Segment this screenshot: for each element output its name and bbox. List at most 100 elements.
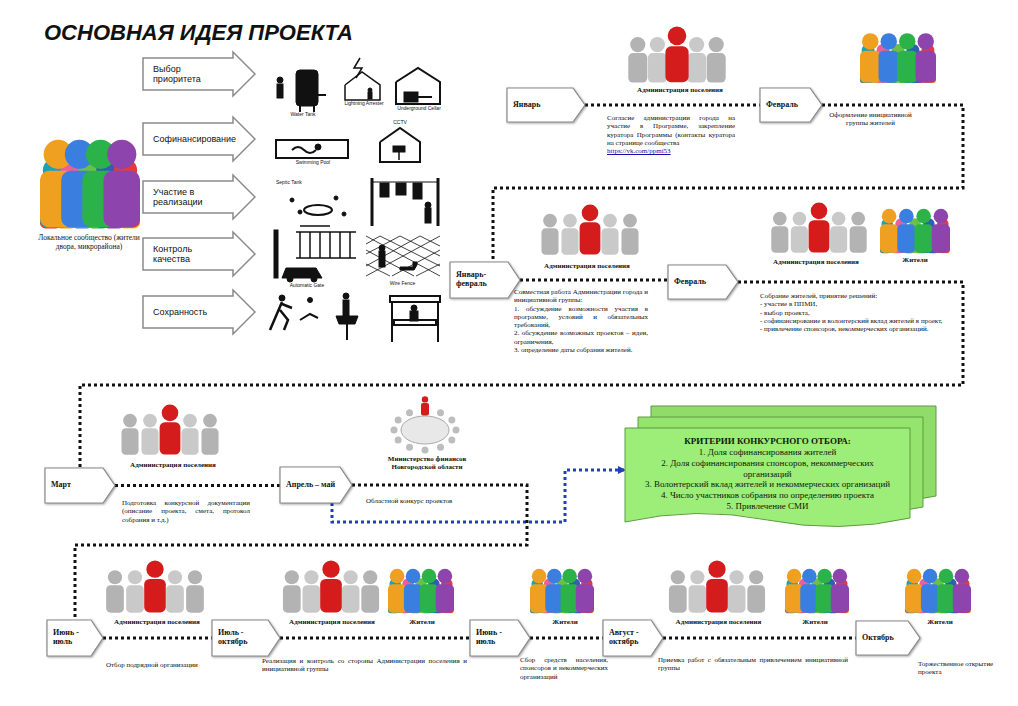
icon-caption: Администрация поселения — [625, 86, 735, 94]
administration-icon — [771, 203, 866, 253]
step-description: - участие в ППМИ, — [760, 300, 952, 308]
person-head — [578, 569, 593, 584]
person-body — [771, 226, 788, 252]
person-body — [706, 579, 728, 612]
label-group: Администрация поселения — [666, 618, 771, 626]
label-group: Оформление инициативной группы жителей — [828, 111, 913, 128]
person-head — [708, 561, 725, 578]
person-body — [420, 584, 438, 612]
administration-icon — [283, 561, 379, 613]
person-head — [188, 570, 202, 584]
person-body — [106, 585, 124, 612]
month-step: Июнь - июль — [47, 620, 103, 656]
node-item: 5. Привлечение СМИ — [639, 501, 896, 512]
node-text: КРИТЕРИИ КОНКУРСНОГО ОТБОРА:1. Доля софи… — [625, 428, 910, 526]
person-body — [915, 224, 933, 252]
person-body — [830, 226, 847, 252]
person-head — [285, 570, 299, 584]
block-arrow: Софинансирование — [143, 117, 255, 161]
pictograms — [270, 58, 440, 342]
person-body — [541, 228, 558, 254]
node-text: Контроль качества — [143, 232, 255, 276]
node-text: Июль - октябрь — [212, 620, 280, 656]
person-head — [563, 214, 577, 228]
person-head — [773, 212, 787, 226]
step-description: - привлечение спонсоров, некоммерческих … — [760, 325, 952, 333]
person-body — [186, 585, 204, 612]
person-head — [543, 214, 557, 228]
person-head — [422, 396, 428, 402]
person-body — [905, 584, 923, 612]
node-label: Январь — [513, 101, 569, 110]
person-body — [687, 53, 706, 82]
label-group: Подготовка конкурсной документации (опис… — [122, 499, 250, 524]
administration-icon — [541, 205, 638, 255]
person-head — [562, 569, 577, 584]
person-body — [342, 585, 360, 612]
person-body — [860, 51, 881, 83]
person-head — [183, 414, 197, 428]
step-description: Приемка работ с обязательным привлечение… — [658, 656, 848, 673]
month-step: Август - октябрь — [603, 620, 663, 656]
person-head — [811, 203, 828, 220]
person-head — [422, 569, 437, 584]
node-label: Октябрь — [862, 634, 904, 643]
step-description: Оформление инициативной группы жителей — [828, 111, 913, 128]
label-group: Wire Fence — [380, 281, 425, 287]
person-body — [937, 584, 955, 612]
icon-caption: Администрация поселения — [528, 262, 646, 270]
icon-caption: Жители — [910, 618, 970, 626]
month-step: Апрель – май — [280, 467, 352, 503]
person-body — [831, 584, 849, 612]
label-group: Областной конкурс проектов — [366, 497, 478, 505]
month-step: Июль - октябрь — [212, 620, 280, 656]
label-group: Администрация поселения — [625, 86, 735, 94]
step-description: 2. обсуждение возможных проектов – идеи,… — [514, 329, 648, 346]
label-group: Администрация поселения — [528, 262, 646, 270]
person-body — [166, 585, 184, 612]
person-body — [880, 224, 898, 252]
label-group: Water Tank — [282, 112, 324, 118]
person-head — [322, 561, 339, 578]
person-head — [793, 212, 807, 226]
month-step: Февраль — [760, 88, 822, 122]
timeline-connector — [75, 485, 527, 620]
label-group: Собрание жителей, принятие решений:- уча… — [760, 292, 952, 333]
icon-caption: Администрация поселения — [760, 258, 872, 266]
step-description: 1. обсуждение возможности участия в прог… — [514, 305, 648, 330]
group-caption: Локальное сообщество (жители двора, микр… — [33, 234, 145, 251]
person-head — [363, 570, 377, 584]
pictogram-label: Swimming Pool — [288, 160, 338, 166]
step-description: Подготовка конкурсной документации (опис… — [122, 499, 250, 524]
person-head — [881, 33, 897, 49]
node-label: Выбор приоритета — [153, 64, 229, 84]
person-head — [833, 569, 848, 584]
timeline-connector — [530, 637, 603, 640]
person-body — [361, 585, 379, 612]
person-body — [669, 585, 687, 612]
timeline-connector — [585, 104, 760, 107]
step-description: Сбор средств населения, спонсоров и неко… — [520, 656, 608, 681]
person-head — [882, 209, 897, 224]
person-body — [921, 584, 939, 612]
month-step: Январь — [507, 88, 585, 122]
step-description: - выбор проекта, — [760, 309, 952, 317]
step-description: Реализация и контроль со стороны Админис… — [262, 657, 467, 674]
node-label: Январь- февраль — [456, 271, 504, 289]
pictogram-label: Wire Fence — [380, 281, 425, 287]
label-group: Septic Tank — [276, 180, 321, 186]
label-group: Администрация поселения — [760, 258, 872, 266]
pictogram-label: Lightning Arrester — [340, 101, 388, 107]
icon-caption: Жители — [785, 618, 845, 626]
icon-caption: Администрация поселения — [117, 461, 229, 469]
residents-icon — [785, 569, 849, 613]
node-text: Март — [45, 468, 115, 503]
node-label: Февраль — [674, 278, 722, 287]
label-group: Lightning Arrester — [340, 101, 388, 107]
person-head — [304, 570, 318, 584]
person-body — [707, 53, 726, 82]
node-text: Январь- февраль — [450, 262, 520, 298]
criteria-box: КРИТЕРИИ КОНКУРСНОГО ОТБОРА:1. Доля софи… — [625, 428, 910, 526]
administration-icon — [106, 561, 204, 613]
